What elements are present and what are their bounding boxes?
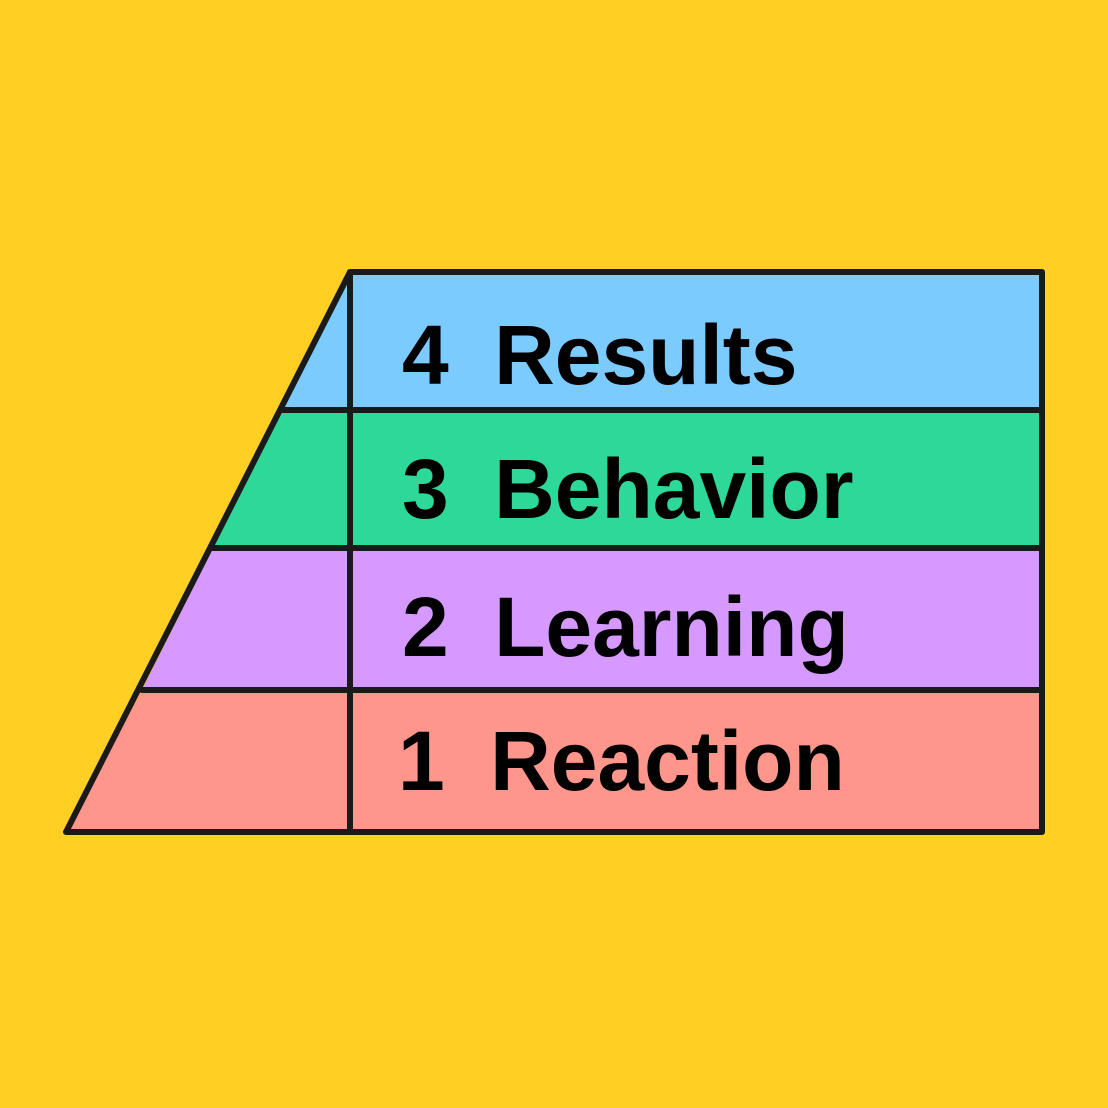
level-1-label: 1 Reaction (398, 714, 845, 808)
level-3-left-band (213, 410, 350, 548)
level-3: 3 Behavior (213, 410, 1042, 548)
level-4-band (350, 272, 1042, 410)
level-1-name: Reaction (490, 714, 845, 808)
level-2-name: Learning (494, 580, 849, 674)
level-1-band (350, 690, 1042, 832)
level-1-number: 1 (398, 714, 445, 808)
level-2-number: 2 (402, 580, 449, 674)
level-3-name: Behavior (494, 442, 853, 536)
level-4-name: Results (494, 308, 797, 402)
outer-border (63, 269, 1045, 835)
level-2-band (350, 548, 1042, 690)
level-2: 2 Learning (142, 548, 1042, 690)
level-4: 4 Results (282, 272, 1042, 410)
level-4-number: 4 (402, 308, 449, 402)
level-1: 1 Reaction (66, 690, 1042, 832)
level-3-number: 3 (402, 442, 449, 536)
level-2-label: 2 Learning (402, 580, 849, 674)
level-4-label: 4 Results (402, 308, 798, 402)
level-1-left-band (66, 690, 350, 832)
level-3-band (350, 410, 1042, 548)
level-3-label: 3 Behavior (402, 442, 854, 536)
level-2-left-band (142, 548, 350, 690)
pyramid-outline (63, 269, 1045, 835)
